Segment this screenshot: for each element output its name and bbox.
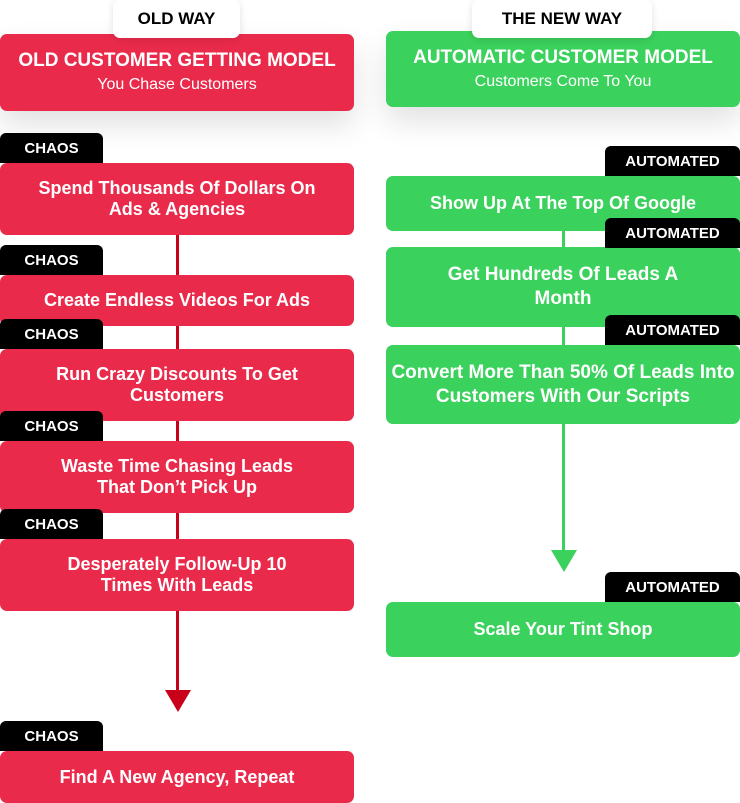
old-arrow-head-icon	[165, 690, 191, 712]
old-model-header: OLD CUSTOMER GETTING MODEL You Chase Cus…	[0, 34, 354, 111]
new-way-pill: THE NEW WAY	[472, 0, 652, 38]
automated-tag: AUTOMATED	[605, 146, 740, 176]
old-step-1: Spend Thousands Of Dollars On Ads & Agen…	[0, 163, 354, 235]
new-model-title: AUTOMATIC CUSTOMER MODEL	[413, 46, 713, 68]
new-arrow-head-icon	[551, 550, 577, 572]
chaos-tag: CHAOS	[0, 245, 103, 275]
new-model-subtitle: Customers Come To You	[474, 72, 652, 90]
new-step-4: Scale Your Tint Shop	[386, 602, 740, 657]
old-step-4: Waste Time Chasing Leads That Don’t Pick…	[0, 441, 354, 513]
old-step-2: Create Endless Videos For Ads	[0, 275, 354, 326]
chaos-tag: CHAOS	[0, 133, 103, 163]
old-step-3: Run Crazy Discounts To Get Customers	[0, 349, 354, 421]
old-step-6: Find A New Agency, Repeat	[0, 751, 354, 803]
automated-tag: AUTOMATED	[605, 218, 740, 248]
chaos-tag: CHAOS	[0, 509, 103, 539]
automated-tag: AUTOMATED	[605, 572, 740, 602]
new-model-header: AUTOMATIC CUSTOMER MODEL Customers Come …	[386, 31, 740, 107]
old-model-title: OLD CUSTOMER GETTING MODEL	[18, 50, 336, 71]
new-step-2: Get Hundreds Of Leads A Month	[386, 247, 740, 327]
automated-tag: AUTOMATED	[605, 315, 740, 345]
chaos-tag: CHAOS	[0, 411, 103, 441]
chaos-tag: CHAOS	[0, 319, 103, 349]
new-step-3: Convert More Than 50% Of Leads Into Cust…	[386, 345, 740, 424]
old-model-subtitle: You Chase Customers	[97, 76, 257, 93]
old-step-5: Desperately Follow-Up 10 Times With Lead…	[0, 539, 354, 611]
old-way-pill: OLD WAY	[113, 0, 240, 38]
chaos-tag: CHAOS	[0, 721, 103, 751]
